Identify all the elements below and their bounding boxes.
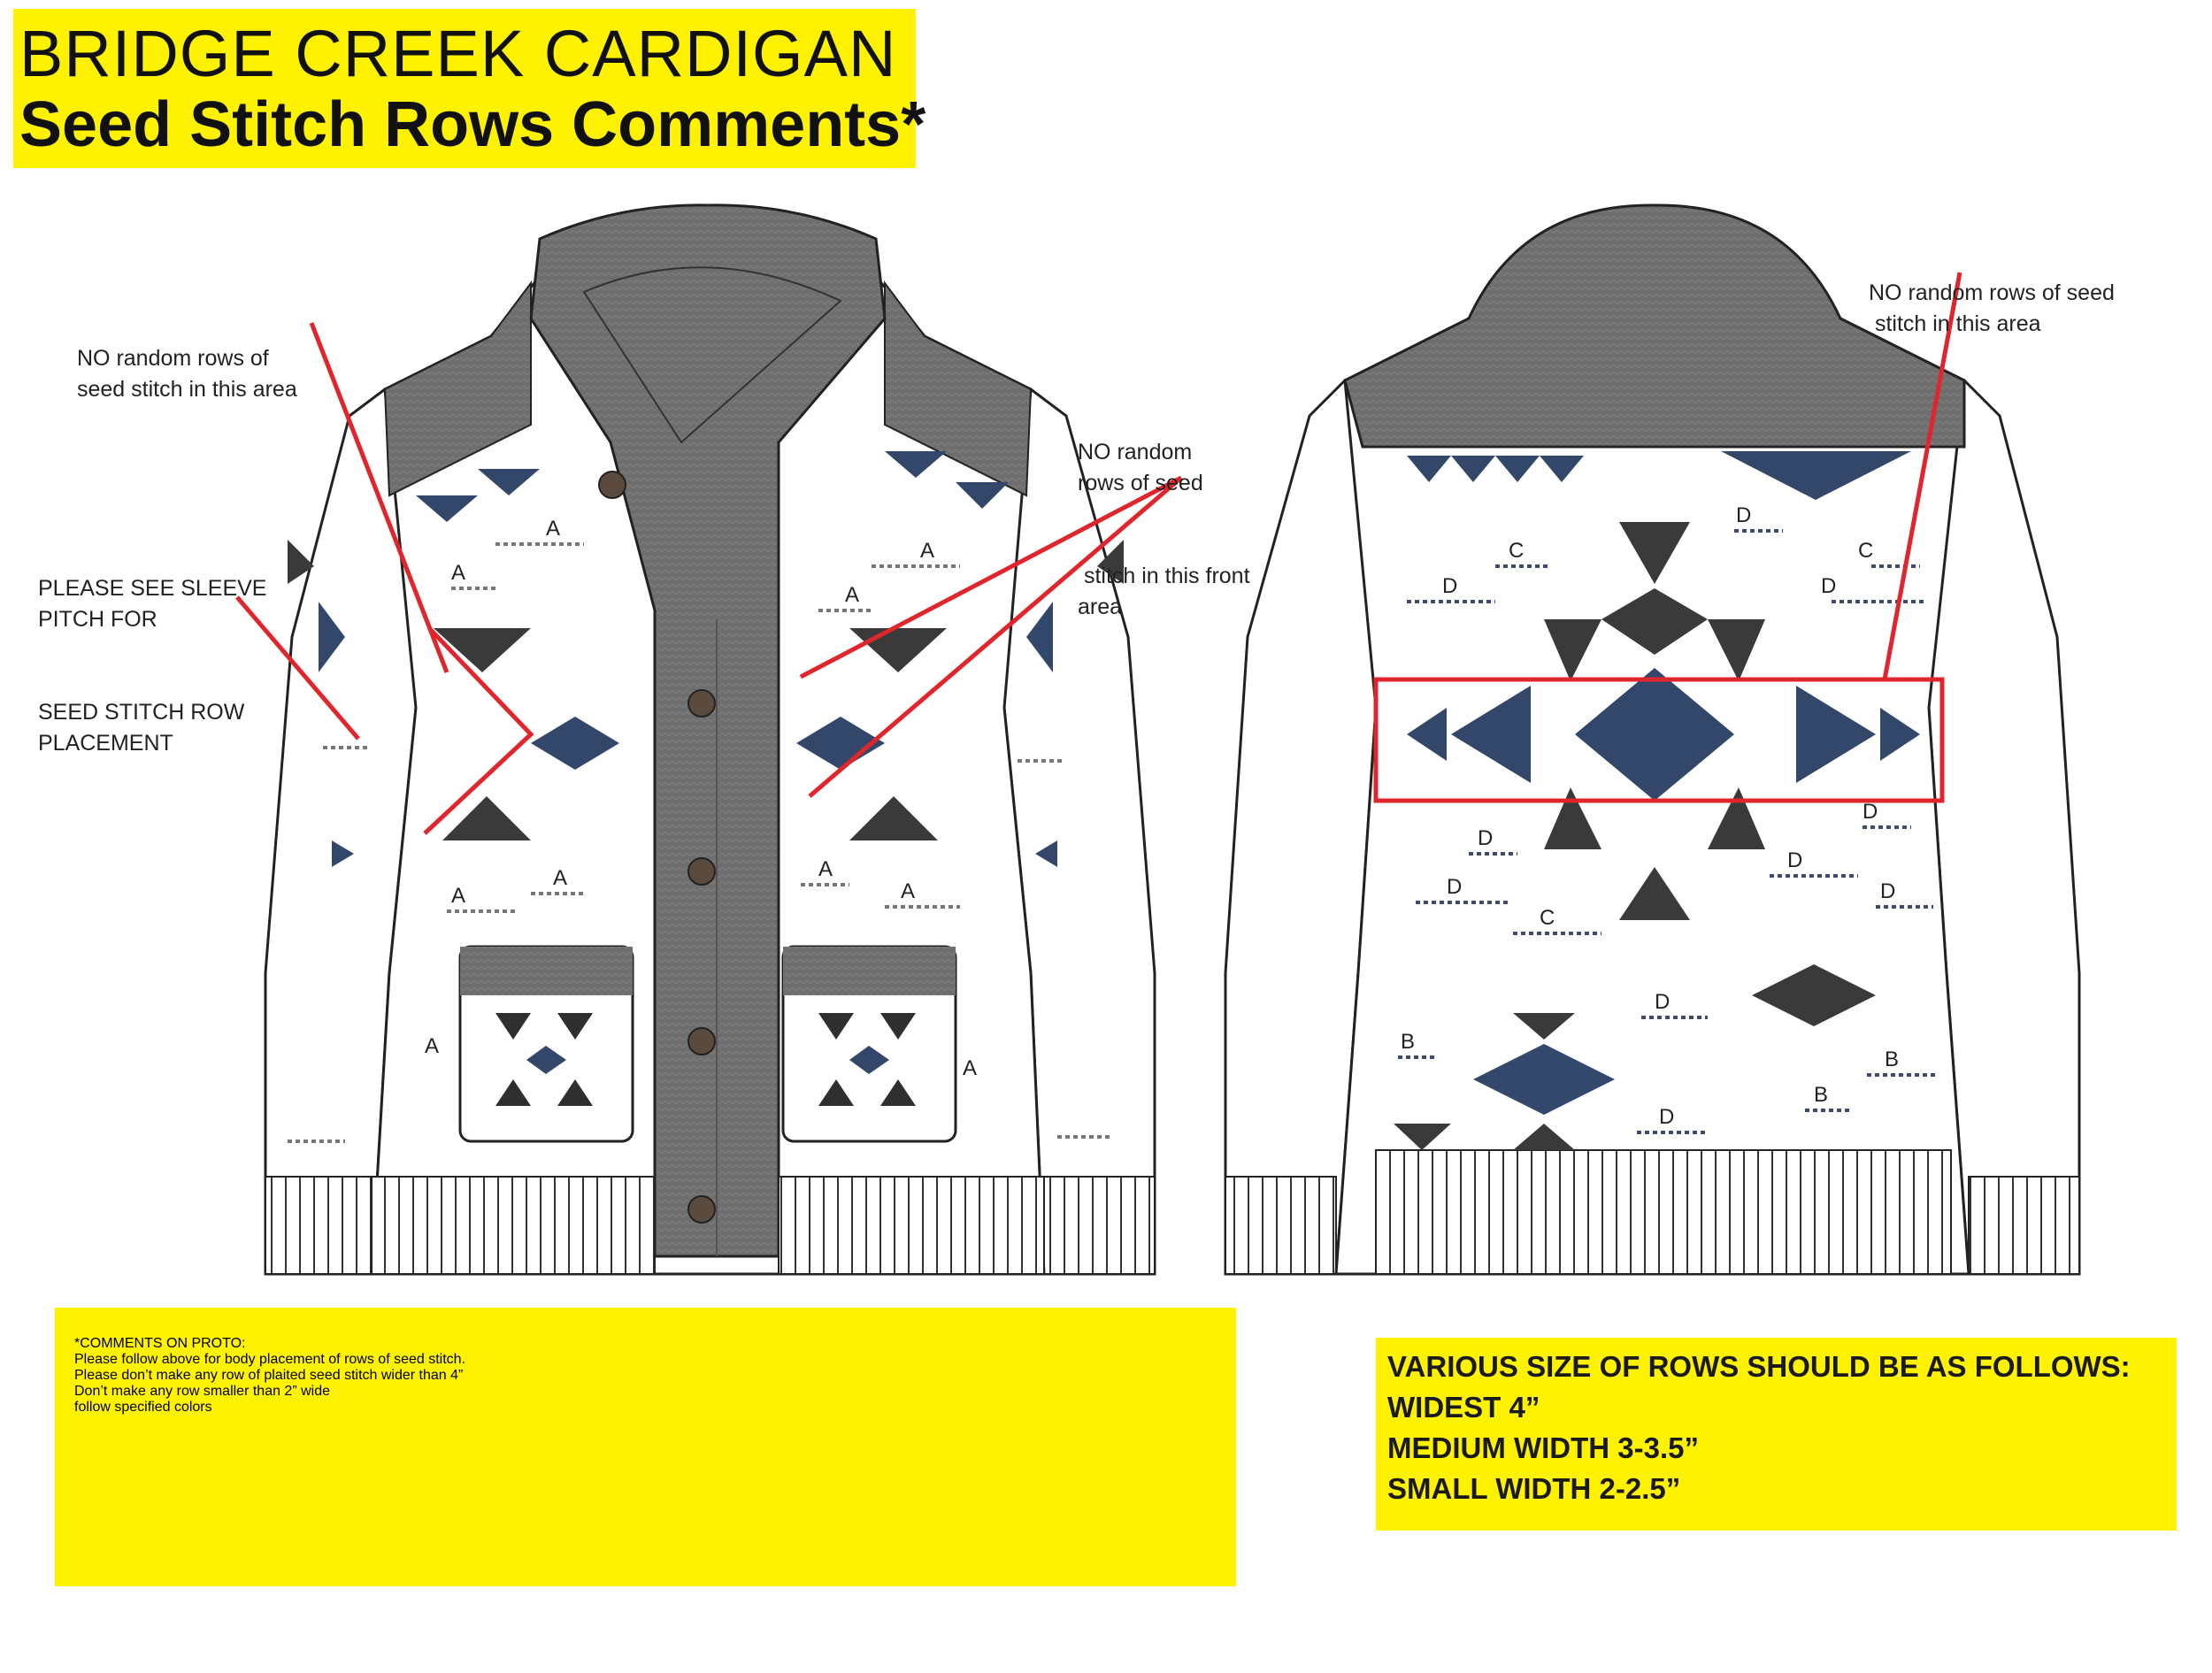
row-label-a: A	[451, 884, 465, 908]
row-label-b: B	[1814, 1083, 1828, 1107]
back-view: D C D C D D D C D D D D B B B D	[1224, 203, 2081, 1276]
proto-line: follow specified colors	[74, 1400, 212, 1415]
row-label-a: A	[963, 1056, 977, 1080]
row-label-c: C	[1858, 539, 1873, 563]
proto-comments: *COMMENTS ON PROTO: Please follow above …	[74, 1336, 465, 1416]
row-label-d: D	[1442, 574, 1457, 598]
row-label-c: C	[1540, 906, 1555, 930]
row-label-d: D	[1880, 879, 1895, 903]
size-rules-box	[1376, 1338, 2177, 1531]
row-label-d: D	[1659, 1105, 1674, 1129]
proto-comments-box	[55, 1308, 1236, 1586]
front-view: A A A A A A A A A A	[264, 203, 1156, 1276]
page-subtitle: Seed Stitch Rows Comments*	[19, 89, 926, 160]
annotation-back-top: NO random rows of seed stitch in this ar…	[1869, 280, 2115, 336]
row-label-d: D	[1478, 826, 1493, 850]
row-label-c: C	[1509, 539, 1524, 563]
size-line: SMALL WIDTH 2-2.5”	[1387, 1472, 1681, 1505]
size-rules: VARIOUS SIZE OF ROWS SHOULD BE AS FOLLOW…	[1387, 1347, 2131, 1509]
row-label-a: A	[901, 879, 915, 903]
front-callouts	[235, 322, 1183, 835]
proto-line: Please don’t make any row of plaited see…	[74, 1368, 464, 1383]
size-heading: VARIOUS SIZE OF ROWS SHOULD BE AS FOLLOW…	[1387, 1350, 2131, 1383]
proto-heading: *COMMENTS ON PROTO:	[74, 1336, 246, 1351]
back-callouts	[1373, 272, 1962, 803]
row-label-b: B	[1401, 1030, 1415, 1054]
row-label-a: A	[425, 1034, 439, 1058]
proto-line: Please follow above for body placement o…	[74, 1352, 466, 1367]
row-label-d: D	[1863, 800, 1878, 824]
size-line: WIDEST 4”	[1387, 1391, 1540, 1424]
row-label-a: A	[451, 561, 465, 585]
row-label-d: D	[1821, 574, 1836, 598]
title-box	[13, 9, 916, 168]
proto-line: Don’t make any row smaller than 2” wide	[74, 1384, 331, 1399]
button-icon	[598, 471, 716, 1224]
row-label-d: D	[1447, 875, 1462, 899]
back-yoke	[1343, 203, 1966, 449]
row-label-a: A	[546, 517, 560, 541]
size-line: MEDIUM WIDTH 3-3.5”	[1387, 1431, 1700, 1464]
row-label-d: D	[1655, 990, 1670, 1014]
row-label-a: A	[818, 857, 833, 881]
row-label-a: A	[920, 539, 934, 563]
row-label-a: A	[553, 866, 567, 890]
row-label-b: B	[1885, 1048, 1899, 1071]
shawl-collar	[529, 203, 887, 1258]
row-label-d: D	[1787, 848, 1802, 872]
row-label-d: D	[1736, 503, 1751, 527]
row-label-a: A	[845, 583, 859, 607]
page-title: BRIDGE CREEK CARDIGAN	[19, 17, 897, 90]
